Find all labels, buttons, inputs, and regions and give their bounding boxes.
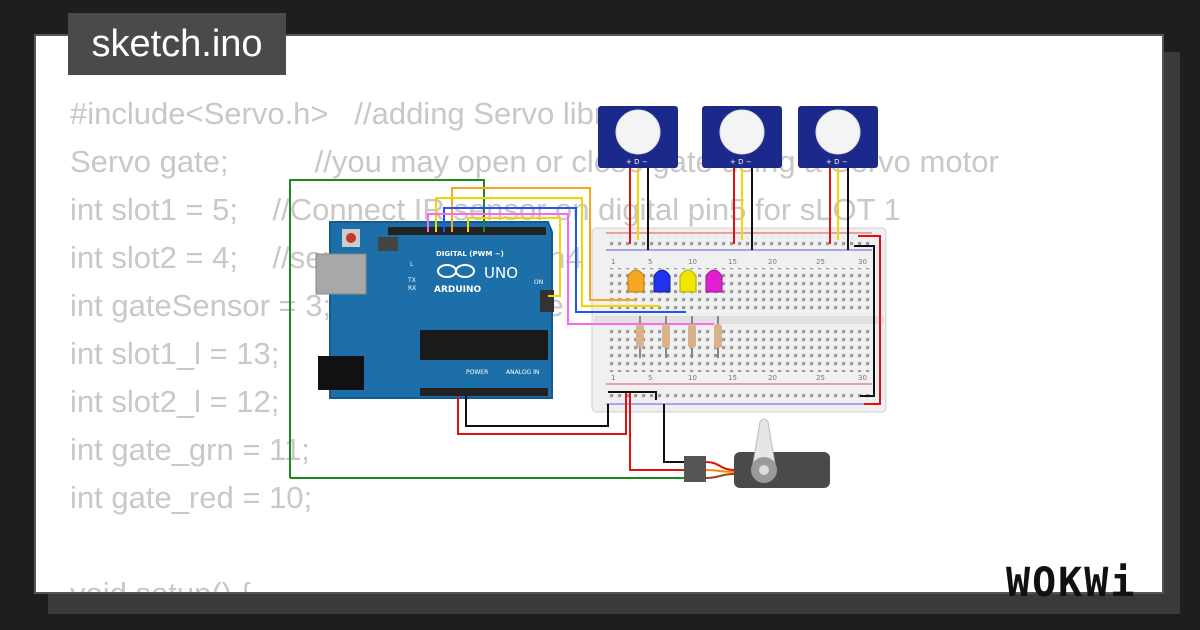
code-line: int slot2_l = 12;: [70, 384, 280, 419]
atmega-chip: [420, 330, 548, 360]
resistor[interactable]: [688, 316, 696, 358]
wire-blue: [443, 207, 686, 313]
breadboard-col-label: 5: [648, 258, 652, 266]
breadboard-col-label: 20: [768, 258, 777, 266]
breadboard-col-label: 20: [768, 374, 777, 382]
wire-pink: [427, 213, 714, 325]
breadboard-col-label: 15: [728, 374, 737, 382]
breadboard-col-label: 15: [728, 258, 737, 266]
usb-port: [315, 253, 367, 295]
wire-black: [663, 404, 684, 463]
analog-header-label: ANALOG IN: [506, 369, 539, 376]
resistor[interactable]: [662, 316, 670, 358]
breadboard-col-label: 25: [816, 374, 825, 382]
code-line: int gate_red = 10;: [70, 480, 313, 515]
wire-black: [465, 396, 609, 427]
wire-red: [457, 392, 627, 435]
led-label-tx: TX: [407, 277, 416, 284]
wokwi-logo: WOKWi: [1006, 560, 1136, 606]
resistor[interactable]: [636, 316, 644, 358]
breadboard-col-label: 1: [611, 258, 615, 266]
led-label-l: L: [410, 261, 414, 268]
pir-pin-labels: + D −: [826, 158, 848, 166]
servo-connector: [684, 456, 706, 482]
servo-motor[interactable]: [684, 418, 830, 488]
led-label-on: ON: [534, 279, 543, 286]
resistor[interactable]: [714, 316, 722, 358]
file-tab[interactable]: sketch.ino: [68, 13, 286, 75]
breadboard-col-label: 30: [858, 258, 867, 266]
pir-pin-labels: + D −: [626, 158, 648, 166]
breadboard-col-label: 10: [688, 258, 697, 266]
led-magenta[interactable]: [705, 269, 723, 293]
power-analog-header: [420, 388, 548, 396]
wokwi-logo-text: WOKWi: [1006, 560, 1136, 606]
breadboard-col-label: 30: [858, 374, 867, 382]
breadboard-col-label: 25: [816, 258, 825, 266]
pir-sensor-3[interactable]: + D −: [798, 106, 878, 168]
breadboard-col-label: 10: [688, 374, 697, 382]
power-header-label: POWER: [466, 369, 488, 376]
pir-sensor-2[interactable]: + D −: [702, 106, 782, 168]
breadboard-col-label: 1: [611, 374, 615, 382]
breadboard: 1 5 10 15 20 25 30 1 5 10 15 20 25 30: [591, 227, 887, 413]
led-blue[interactable]: [653, 269, 671, 293]
digital-header-label: DIGITAL (PWM ~): [436, 250, 504, 258]
board-brand: ARDUINO: [434, 285, 482, 295]
wire-yellow: [467, 217, 561, 297]
code-line: #include<Servo.h> //adding Servo library: [70, 96, 648, 131]
wire-green: [289, 179, 485, 478]
wire-red: [629, 392, 684, 471]
wire-yellow: [435, 197, 660, 307]
wires: [289, 168, 881, 479]
led-orange[interactable]: [627, 269, 645, 293]
pir-pin-labels: + D −: [730, 158, 752, 166]
wire-orange: [451, 187, 636, 301]
arduino-infinity-logo: [437, 264, 475, 278]
code-line: void setup() {: [70, 576, 251, 594]
arduino-uno[interactable]: DIGITAL (PWM ~) UNO ARDUINO POWER ANALOG…: [315, 221, 554, 399]
breadboard-col-label: 5: [648, 374, 652, 382]
pir-sensor-1[interactable]: + D −: [598, 106, 678, 168]
power-jack: [318, 356, 364, 390]
led-label-rx: RX: [408, 285, 416, 292]
led-yellow[interactable]: [679, 269, 697, 293]
board-model: UNO: [484, 264, 518, 282]
code-line: int slot1_l = 13;: [70, 336, 280, 371]
